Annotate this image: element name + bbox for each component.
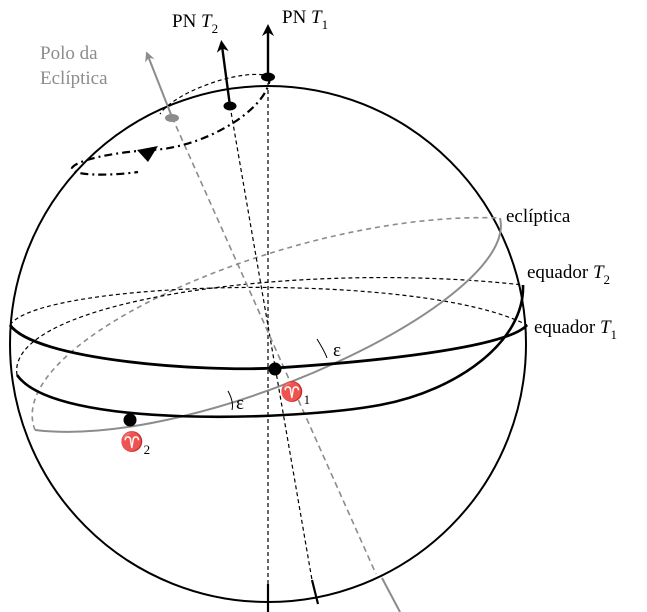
- pole-point-t2: [224, 102, 237, 111]
- ecliptic-pole-point: [165, 114, 179, 122]
- precession-direction-arrowhead: [137, 146, 158, 162]
- ecliptic-back-half: [32, 218, 500, 430]
- axis-ecliptic-pole-dashed: [172, 117, 376, 574]
- ecliptic-label: eclíptica: [506, 206, 571, 227]
- equator-t2-back-half: [17, 278, 523, 375]
- equinox-point-1: [269, 363, 282, 376]
- ecliptic-pole-label-line2: Eclíptica: [40, 68, 108, 89]
- pole-t1-label: PN T1: [282, 7, 328, 32]
- ecliptic-pole-label-line1: Polo da: [40, 43, 98, 64]
- equinox-label-1: ♈1: [280, 380, 310, 407]
- epsilon-arc-2: [228, 391, 233, 410]
- axis-pn-t2-bottom: [312, 580, 318, 604]
- pole-t2-label: PN T2: [172, 11, 218, 36]
- axis-ecliptic-pole-top: [148, 56, 172, 117]
- equator-t2-label: equador T2: [527, 262, 610, 287]
- epsilon-label-1: ε: [333, 340, 341, 361]
- axis-ecliptic-pole-bottom: [382, 578, 400, 612]
- epsilon-label-2: ε: [236, 393, 244, 414]
- pole-point-t1: [261, 73, 275, 82]
- equinox-point-2: [124, 414, 137, 427]
- equinox-label-2: ♈2: [120, 430, 150, 457]
- precession-path-front-tail: [72, 150, 148, 175]
- axis-pn-t2-top: [222, 46, 230, 106]
- axis-pn-t2-dashed: [230, 106, 312, 580]
- equator-t1-label: equador T1: [534, 317, 617, 342]
- epsilon-arc-1: [317, 339, 327, 358]
